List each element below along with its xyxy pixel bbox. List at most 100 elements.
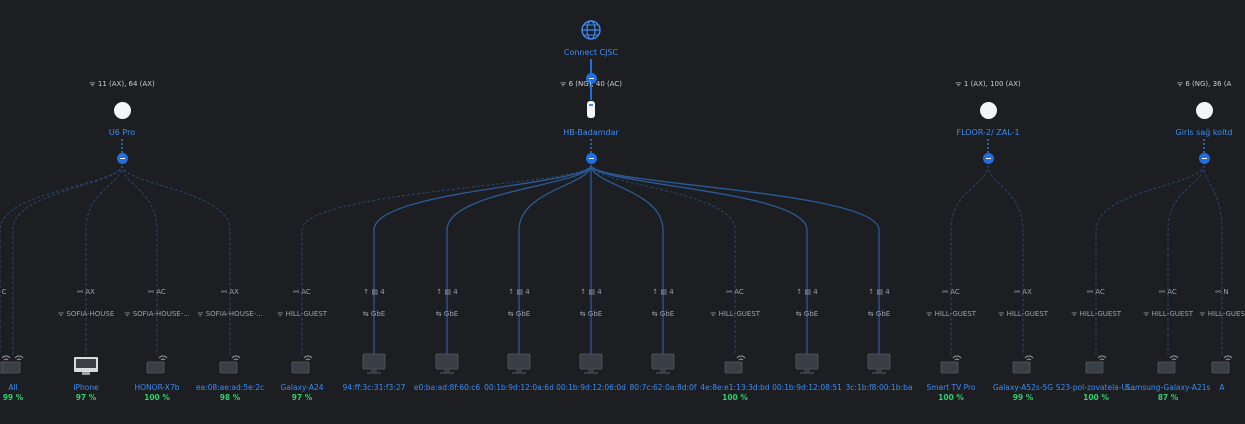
ap-disc-icon[interactable] (979, 102, 997, 119)
device-name-9[interactable]: 00:1b:9d:12:06:0d (556, 383, 626, 392)
device-link-9: ⇆ GbE (579, 310, 603, 318)
ap-name-2[interactable]: FLOOR-2/ ZAL-1 (956, 128, 1020, 137)
ap-name-0[interactable]: U6 Pro (108, 128, 136, 137)
ap-stats-0: ᯤ 11 (AX), 64 (AX) (89, 80, 155, 88)
monitor-icon[interactable] (651, 353, 675, 374)
ap-collapse-button-2[interactable] (982, 153, 994, 164)
device-link-2: ᯤ SOFIA-HOUSE (57, 310, 115, 318)
device-name-14[interactable]: Smart TV Pro (926, 383, 976, 392)
client-link-14 (950, 164, 989, 355)
device-name-18[interactable]: A (1219, 383, 1225, 392)
ap-disc-icon[interactable] (1195, 102, 1213, 119)
device-name-12[interactable]: 00:1b:9d:12:08:51 (772, 383, 842, 392)
phone-wifi-icon[interactable] (1157, 355, 1179, 374)
gateway-collapse-button[interactable] (585, 73, 597, 84)
device-link-15: ᯤ HILL-GUEST (997, 310, 1049, 318)
device-name-2[interactable]: IPhone (73, 383, 99, 392)
monitor-icon[interactable] (507, 353, 531, 374)
device-link-14: ᯤ HILL-GUEST (925, 310, 977, 318)
phone-wifi-icon[interactable] (2, 355, 24, 374)
client-link-2 (85, 164, 123, 355)
device-link-4: ᯤ SOFIA-HOUSE-... (197, 310, 263, 318)
device-radio-badge-2: ⚯ AX (77, 288, 95, 296)
device-name-7[interactable]: e0:ba:ad:8f:60:c6 (413, 383, 481, 392)
ap-disc-icon[interactable] (113, 102, 131, 119)
ap-name-3[interactable]: Girls sağ koltd (1175, 128, 1233, 137)
device-signal-11: 100 % (722, 393, 748, 402)
device-name-16[interactable]: S23-pol-zovatela-Ul... (1055, 383, 1137, 392)
phone-wifi-icon[interactable] (724, 355, 746, 374)
device-radio-badge-16: ⚯ AC (1087, 288, 1105, 296)
device-name-15[interactable]: Galaxy-A52s-5G (992, 383, 1054, 392)
device-link-16: ᯤ HILL-GUEST (1070, 310, 1122, 318)
monitor-icon[interactable] (362, 353, 386, 374)
device-name-5[interactable]: Galaxy-A24 (280, 383, 324, 392)
globe-icon[interactable] (581, 20, 601, 40)
device-radio-badge-7: ↑ ▤ 4 (436, 288, 458, 296)
client-link-15 (987, 164, 1024, 355)
client-link-1 (12, 164, 123, 355)
device-link-6: ⇆ GbE (362, 310, 386, 318)
device-name-13[interactable]: 3c:1b:f8:00:1b:ba (845, 383, 913, 392)
phone-wifi-icon[interactable] (1012, 355, 1034, 374)
phone-wifi-icon[interactable] (1211, 355, 1233, 374)
device-name-3[interactable]: HONOR-X7b (134, 383, 180, 392)
client-link-13 (590, 164, 880, 355)
device-name-17[interactable]: Samsung-Galaxy-A21s (1125, 383, 1211, 392)
client-link-0 (0, 164, 123, 355)
device-name-6[interactable]: 94:ff:3c:31:f3:27 (342, 383, 406, 392)
device-name-1[interactable]: All (8, 383, 18, 392)
device-link-17: ᯤ HILL-GUEST (1142, 310, 1194, 318)
ap-name-1[interactable]: HB-Badamdar (563, 128, 619, 137)
device-link-13: ⇆ GbE (867, 310, 891, 318)
device-radio-badge-12: ↑ ▤ 4 (796, 288, 818, 296)
device-name-10[interactable]: 80:7c:62:0a:8d:0f (629, 383, 697, 392)
device-radio-badge-6: ↑ ▤ 4 (363, 288, 385, 296)
device-radio-badge-3: ⚯ AC (148, 288, 166, 296)
phone-wifi-icon[interactable] (940, 355, 962, 374)
device-name-11[interactable]: 4e:8e:e1:13:3d:bd (700, 383, 770, 392)
ap-stats-3: ᯤ 6 (NG), 36 (A (1176, 80, 1232, 88)
client-link-18 (1203, 164, 1223, 355)
client-link-4 (121, 164, 231, 355)
client-link-12 (590, 164, 808, 355)
device-name-4[interactable]: ea:08:ae:ad:5e:2c (195, 383, 265, 392)
phone-wifi-icon[interactable] (219, 355, 241, 374)
ap-collapse-button-0[interactable] (116, 153, 128, 164)
phone-wifi-icon[interactable] (291, 355, 313, 374)
device-link-18: ᯤ HILL-GUES (1199, 310, 1245, 318)
device-link-12: ⇆ GbE (795, 310, 819, 318)
device-signal-3: 100 % (144, 393, 170, 402)
client-link-10 (590, 164, 664, 355)
imac-icon[interactable] (74, 357, 98, 375)
device-name-8[interactable]: 00:1b:9d:12:0a:6d (484, 383, 554, 392)
device-radio-badge-15: ⚯ AX (1014, 288, 1032, 296)
device-radio-badge-0: ⚯ C (0, 288, 7, 296)
device-link-11: ᯤ HILL-GUEST (709, 310, 761, 318)
monitor-icon[interactable] (867, 353, 891, 374)
device-signal-5: 97 % (291, 393, 313, 402)
ap-collapse-button-1[interactable] (585, 153, 597, 164)
device-signal-15: 99 % (1012, 393, 1034, 402)
monitor-icon[interactable] (795, 353, 819, 374)
device-signal-2: 97 % (75, 393, 97, 402)
ap-stats-2: ᯤ 1 (AX), 100 (AX) (955, 80, 1021, 88)
monitor-icon[interactable] (579, 353, 603, 374)
phone-wifi-icon[interactable] (1085, 355, 1107, 374)
device-radio-badge-13: ↑ ▤ 4 (868, 288, 890, 296)
device-link-7: ⇆ GbE (435, 310, 459, 318)
phone-wifi-icon[interactable] (146, 355, 168, 374)
ap-tower-icon[interactable] (587, 101, 595, 118)
device-radio-badge-17: ⚯ AC (1159, 288, 1177, 296)
client-link-8 (518, 164, 592, 355)
gateway-name[interactable]: Connect CJSC (563, 48, 619, 57)
monitor-icon[interactable] (435, 353, 459, 374)
ap-collapse-button-3[interactable] (1198, 153, 1210, 164)
client-link-6 (373, 164, 592, 355)
device-radio-badge-8: ↑ ▤ 4 (508, 288, 530, 296)
client-link-11 (590, 164, 736, 355)
client-link-3 (121, 164, 158, 355)
device-radio-badge-11: ⚯ AC (726, 288, 744, 296)
device-signal-16: 100 % (1083, 393, 1109, 402)
device-signal-17: 87 % (1157, 393, 1179, 402)
